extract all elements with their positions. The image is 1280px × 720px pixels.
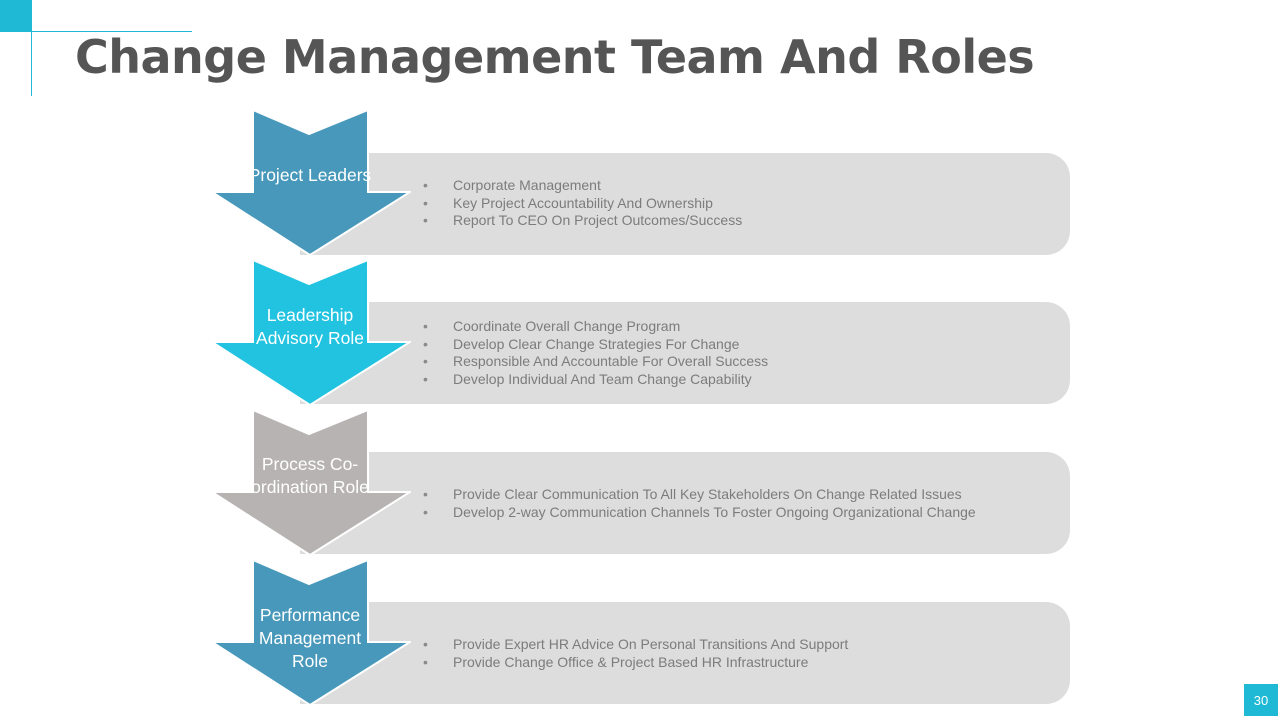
arrow-fill <box>211 408 411 556</box>
role-item: Develop Clear Change Strategies For Chan… <box>423 336 768 354</box>
role-item: Provide Expert HR Advice On Personal Tra… <box>423 636 848 654</box>
role-item: Provide Clear Communication To All Key S… <box>423 486 976 504</box>
role-name-label: Performance Management Role <box>258 605 362 671</box>
corner-accent-square <box>0 0 32 32</box>
arrow-fill <box>211 258 411 406</box>
down-arrow-shape <box>211 258 411 406</box>
page-title: Change Management Team And Roles <box>75 30 1035 84</box>
down-arrow-shape <box>211 408 411 556</box>
role-item: Responsible And Accountable For Overall … <box>423 353 768 371</box>
role-item: Provide Change Office & Project Based HR… <box>423 654 848 672</box>
role-item: Key Project Accountability And Ownership <box>423 195 742 213</box>
role-item-list: Provide Clear Communication To All Key S… <box>423 486 976 521</box>
role-item: Develop 2-way Communication Channels To … <box>423 504 976 522</box>
role-item: Corporate Management <box>423 177 742 195</box>
role-name-label: Project Leaders <box>248 165 372 185</box>
arrow-fill <box>211 558 411 706</box>
role-item-list: Corporate Management Key Project Account… <box>423 177 742 230</box>
role-name-label: Leadership Advisory Role <box>256 305 364 348</box>
role-row-process-coordination: Provide Clear Communication To All Key S… <box>0 408 1280 558</box>
role-row-project-leaders: Corporate Management Key Project Account… <box>0 108 1280 258</box>
role-name-label: Process Co-ordination Role <box>251 454 369 497</box>
corner-accent-line-vertical <box>31 0 32 96</box>
role-row-performance-management: Provide Expert HR Advice On Personal Tra… <box>0 558 1280 708</box>
arrow-fill <box>211 108 411 256</box>
corner-accent-line-horizontal <box>0 31 192 32</box>
role-item: Report To CEO On Project Outcomes/Succes… <box>423 212 742 230</box>
page-number-badge: 30 <box>1244 684 1278 716</box>
down-arrow-shape <box>211 108 411 256</box>
role-item: Develop Individual And Team Change Capab… <box>423 371 768 389</box>
role-item-list: Provide Expert HR Advice On Personal Tra… <box>423 636 848 671</box>
role-item: Coordinate Overall Change Program <box>423 318 768 336</box>
role-item-list: Coordinate Overall Change Program Develo… <box>423 318 768 389</box>
role-row-leadership-advisory: Coordinate Overall Change Program Develo… <box>0 258 1280 408</box>
down-arrow-shape <box>211 558 411 706</box>
